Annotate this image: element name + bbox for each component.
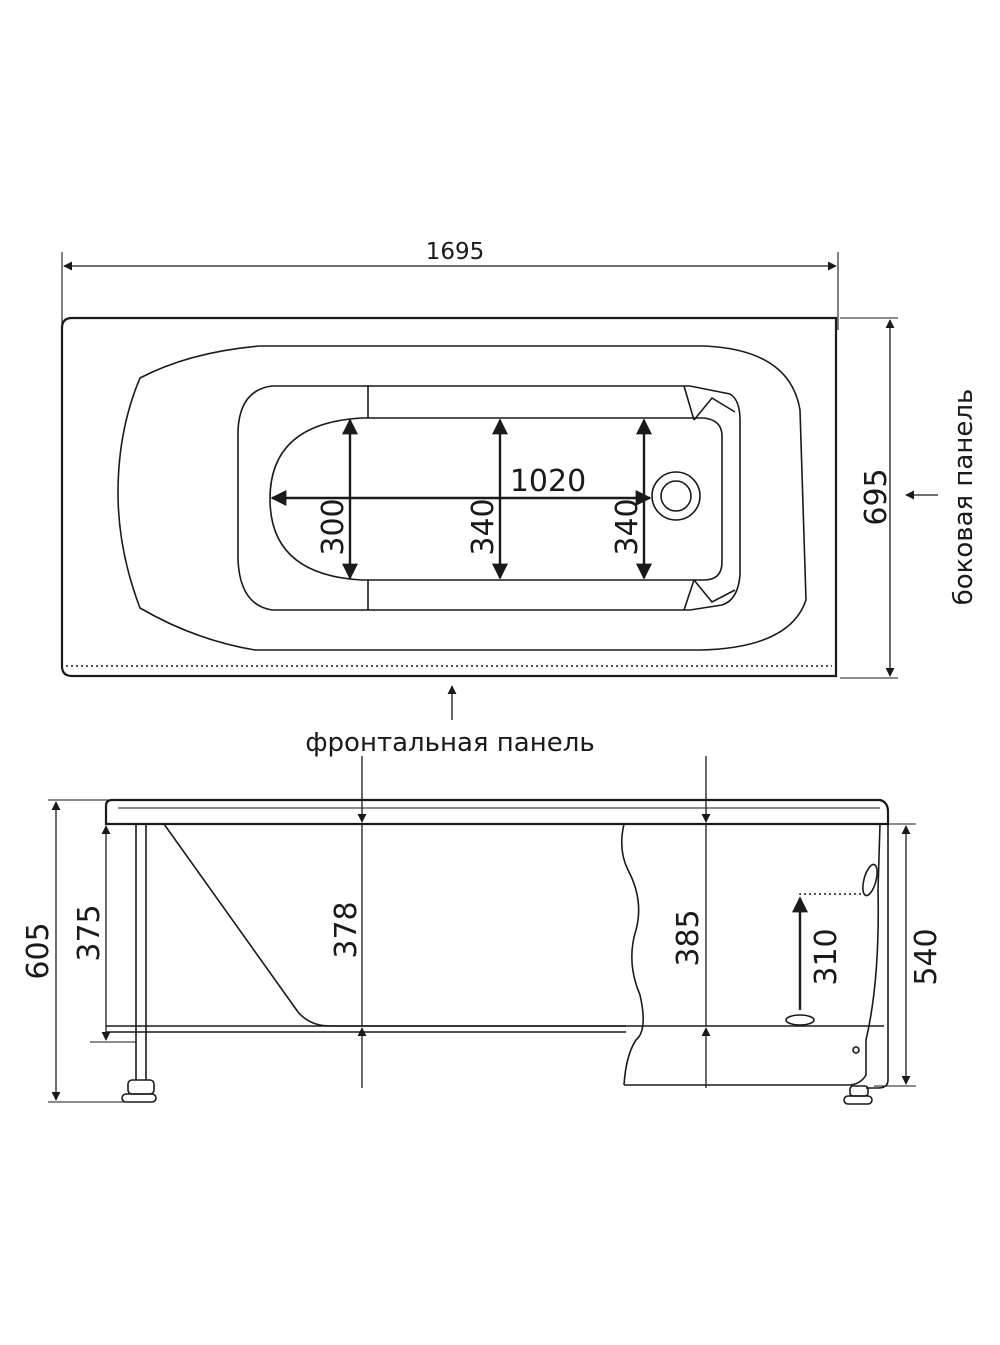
overflow-icon	[862, 863, 878, 897]
foot-left	[127, 1079, 155, 1095]
drain-icon	[785, 1014, 815, 1026]
step-divider-bottom-right	[683, 579, 695, 611]
step-divider-top-right	[683, 385, 695, 421]
headrest-top	[693, 396, 736, 421]
dim-inner-length: 1020	[510, 464, 586, 499]
top-view: 1695 1020 300 340 340	[60, 239, 979, 758]
headrest-bottom	[693, 579, 736, 604]
end-panel-outline	[866, 823, 889, 1089]
dim-width-middle: 340	[466, 498, 501, 555]
drain-outer-icon	[651, 471, 701, 521]
dim-overall-width: 695	[859, 468, 894, 525]
basin-bottom-outline	[269, 417, 723, 581]
end-body-outline	[624, 823, 881, 1086]
foot-right-pad	[843, 1095, 873, 1105]
cutaway-edge	[620, 823, 644, 1086]
dim-overall-length: 1695	[426, 239, 485, 265]
foot-right	[849, 1085, 869, 1097]
dim-depth-left: 378	[329, 901, 364, 958]
side-rim	[104, 798, 890, 826]
tub-rim-outline	[60, 316, 838, 678]
dim-width-head: 300	[316, 498, 351, 555]
siphon-icon	[852, 1046, 860, 1054]
drain-dotted-path	[799, 893, 862, 1010]
side-view: 605 375 378 385 310 540	[21, 756, 944, 1105]
dim-width-foot: 340	[610, 498, 645, 555]
basin-step-outline	[237, 385, 741, 611]
side-body-outline	[163, 823, 626, 1027]
dim-drain-height: 310	[809, 928, 844, 985]
foot-left-pad	[121, 1093, 157, 1103]
basin-outer-outline	[117, 345, 807, 651]
dim-body-height: 540	[909, 928, 944, 985]
dim-leg-height: 375	[72, 904, 107, 961]
dim-total-height: 605	[21, 922, 56, 979]
dim-depth-right: 385	[671, 909, 706, 966]
front-panel-label: фронтальная панель	[305, 728, 594, 758]
drain-inner-icon	[660, 480, 692, 512]
side-panel-label: боковая панель	[949, 389, 979, 606]
